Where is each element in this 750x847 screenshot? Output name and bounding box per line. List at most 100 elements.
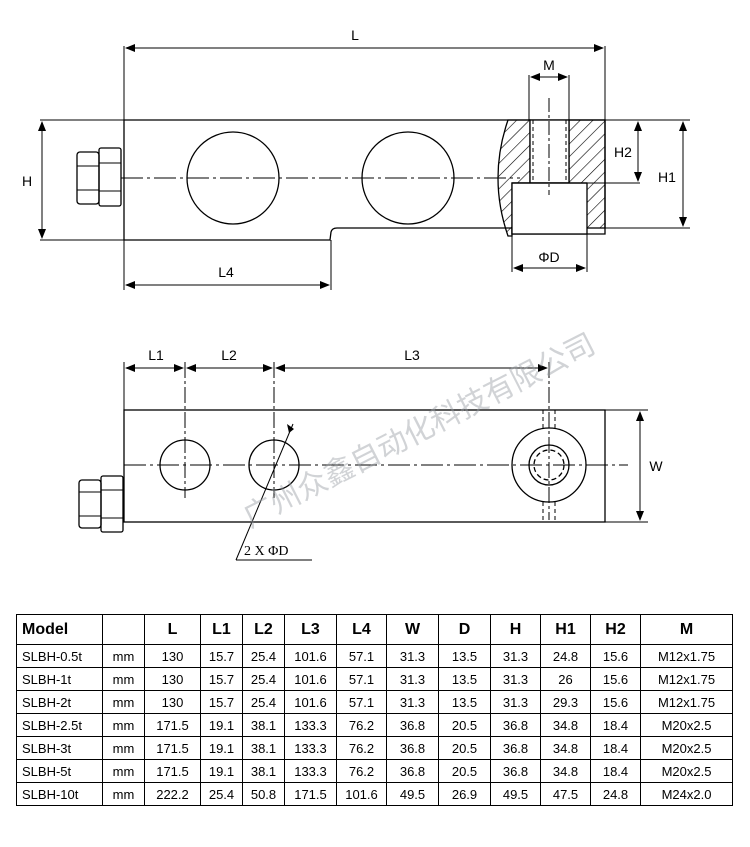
table-cell: mm (102, 713, 145, 737)
table-cell: M20x2.5 (640, 736, 733, 760)
table-cell: 18.4 (590, 759, 641, 783)
col-header-l4: L4 (336, 614, 387, 645)
table-cell: 15.7 (200, 644, 243, 668)
table-cell: SLBH-2.5t (16, 713, 103, 737)
thread-inner (533, 449, 565, 481)
table-cell: 31.3 (386, 690, 439, 714)
label-W: W (649, 458, 663, 474)
table-cell: 19.1 (200, 759, 243, 783)
table-cell: 38.1 (242, 736, 285, 760)
counterbore-outer (511, 427, 587, 503)
table-cell: 76.2 (336, 713, 387, 737)
table-cell: 24.8 (590, 782, 641, 806)
side-view-labels: L1 L2 L3 W 2 X ΦD (148, 347, 663, 559)
col-header-h1: H1 (540, 614, 591, 645)
table-cell: SLBH-1t (16, 667, 103, 691)
table-cell: 130 (144, 667, 201, 691)
table-cell: 13.5 (438, 644, 491, 668)
table-cell: 29.3 (540, 690, 591, 714)
table-cell: mm (102, 690, 145, 714)
table-cell: 15.6 (590, 690, 641, 714)
label-H: H (22, 173, 32, 189)
label-L1: L1 (148, 347, 164, 363)
cable-gland-nut (76, 151, 100, 205)
table-cell: 171.5 (284, 782, 337, 806)
table-cell: 57.1 (336, 667, 387, 691)
table-cell: 36.8 (386, 736, 439, 760)
table-cell: 15.7 (200, 690, 243, 714)
thread-outer (528, 444, 570, 486)
table-cell: 57.1 (336, 690, 387, 714)
table-cell: 171.5 (144, 736, 201, 760)
table-cell: 130 (144, 690, 201, 714)
cable-gland-body-side (100, 475, 124, 533)
table-cell: 130 (144, 644, 201, 668)
cable-gland-nut-side (78, 479, 102, 529)
label-H2: H2 (614, 144, 632, 160)
table-cell: 47.5 (540, 782, 591, 806)
table-cell: 171.5 (144, 759, 201, 783)
table-cell: mm (102, 759, 145, 783)
table-cell: mm (102, 667, 145, 691)
table-cell: 101.6 (336, 782, 387, 806)
col-header-l1: L1 (200, 614, 243, 645)
table-cell: 57.1 (336, 644, 387, 668)
table-cell: 31.3 (386, 644, 439, 668)
table-cell: 133.3 (284, 759, 337, 783)
cable-gland-body (98, 147, 122, 207)
table-cell: 133.3 (284, 713, 337, 737)
table-cell: 34.8 (540, 759, 591, 783)
table-cell: 15.6 (590, 667, 641, 691)
col-header-w: W (386, 614, 439, 645)
table-cell: 31.3 (386, 667, 439, 691)
table-cell: 13.5 (438, 667, 491, 691)
table-cell: 76.2 (336, 736, 387, 760)
table-cell: M12x1.75 (640, 644, 733, 668)
table-cell: 31.3 (490, 667, 541, 691)
table-cell: 26.9 (438, 782, 491, 806)
table-cell: M24x2.0 (640, 782, 733, 806)
table-cell: 24.8 (540, 644, 591, 668)
table-cell: 36.8 (386, 713, 439, 737)
table-cell: 49.5 (490, 782, 541, 806)
mount-hole-2 (361, 131, 455, 225)
table-cell: 25.4 (242, 667, 285, 691)
table-cell: M20x2.5 (640, 713, 733, 737)
table-cell: 76.2 (336, 759, 387, 783)
label-L4: L4 (218, 264, 234, 280)
table-cell: M20x2.5 (640, 759, 733, 783)
table-cell: 101.6 (284, 667, 337, 691)
label-L2: L2 (221, 347, 237, 363)
table-cell: M12x1.75 (640, 667, 733, 691)
table-cell: 20.5 (438, 713, 491, 737)
table-cell: 36.8 (490, 759, 541, 783)
table-cell: SLBH-10t (16, 782, 103, 806)
col-header-d: D (438, 614, 491, 645)
table-cell: 15.7 (200, 667, 243, 691)
label-M: M (543, 57, 555, 73)
label-L3: L3 (404, 347, 420, 363)
table-cell: 19.1 (200, 713, 243, 737)
table-cell: 31.3 (490, 644, 541, 668)
table-cell: 25.4 (242, 690, 285, 714)
table-cell: 18.4 (590, 736, 641, 760)
table-cell: SLBH-5t (16, 759, 103, 783)
label-phiD: ΦD (538, 249, 559, 265)
table-cell: 133.3 (284, 736, 337, 760)
side-view (78, 362, 648, 561)
table-cell: 31.3 (490, 690, 541, 714)
side-hole-1 (159, 439, 211, 491)
table-cell: 49.5 (386, 782, 439, 806)
table-cell: 171.5 (144, 713, 201, 737)
table-cell: SLBH-3t (16, 736, 103, 760)
top-view-labels: L M H H2 H1 L4 ΦD (22, 27, 676, 280)
table-cell: M12x1.75 (640, 690, 733, 714)
table-cell: mm (102, 644, 145, 668)
label-L: L (351, 27, 359, 43)
